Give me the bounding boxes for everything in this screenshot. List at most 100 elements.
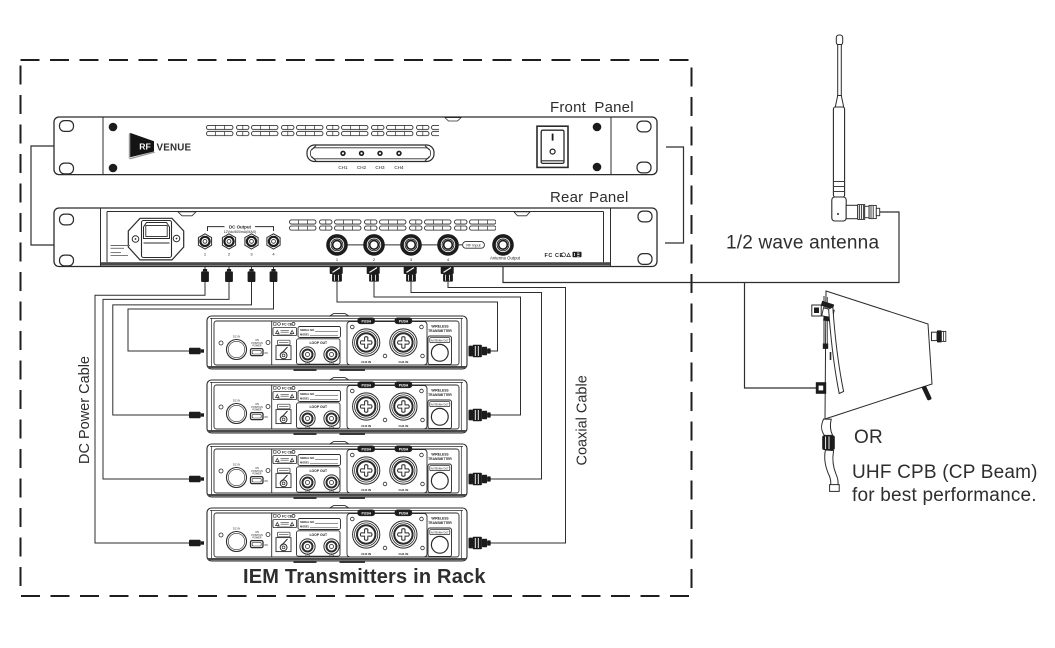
or-label: OR — [854, 427, 883, 448]
iem-transmitter-1 — [206, 312, 468, 372]
coax-cable-4 — [447, 281, 566, 544]
rack-ear-hole — [58, 119, 75, 132]
panel-screw — [592, 122, 602, 132]
coax-cable-2 — [373, 281, 521, 416]
tx-coax-plug — [468, 408, 492, 422]
dc-output-jack-1 — [197, 232, 213, 251]
coax-cable-1 — [336, 281, 498, 352]
panel-screw — [108, 122, 118, 132]
front-top-tab — [444, 117, 462, 122]
dc-cable-plug — [201, 269, 209, 282]
left-panel-bracket — [30, 145, 54, 246]
rf-output-bnc-4 — [437, 234, 459, 256]
rack-ear-hole — [58, 213, 75, 226]
dc-cable-plug — [225, 269, 233, 282]
channel-label: CH3 — [375, 165, 385, 170]
svg-text:4: 4 — [447, 257, 450, 262]
coax-cable-plug — [366, 265, 381, 283]
antenna-output-cable — [502, 211, 900, 284]
coaxial-cable-label: Coaxial Cable — [575, 375, 591, 465]
rack-ear-hole — [58, 162, 75, 175]
ac-power-inlet — [127, 217, 185, 261]
distro-rear-panel: DC Output 12Vdc/600mA(MAX) 1 2 3 4 1 2 3… — [53, 207, 658, 268]
svg-text:1: 1 — [204, 252, 207, 257]
dc-output-jack-2 — [221, 232, 237, 251]
channel-led — [358, 150, 365, 156]
rack-ear-hole — [637, 253, 653, 265]
svg-text:12Vdc/600mA(MAX): 12Vdc/600mA(MAX) — [224, 230, 257, 234]
tx-dc-plug — [189, 411, 204, 419]
front-vents — [206, 125, 439, 137]
dc-cable-2 — [102, 281, 230, 480]
half-wave-antenna-label: 1/2 wave antenna — [726, 233, 879, 254]
right-panel-bracket — [665, 146, 685, 244]
svg-text:3: 3 — [250, 252, 253, 257]
coax-cable-plug — [329, 265, 344, 283]
rack-ear-hole — [636, 120, 652, 133]
rear-vents — [289, 219, 496, 231]
dc-cable-1 — [94, 281, 206, 544]
tx-dc-plug — [189, 539, 204, 547]
half-wave-antenna-icon — [831, 34, 881, 222]
channel-led — [340, 150, 346, 156]
svg-text:FC CE: FC CE — [545, 253, 564, 259]
svg-text:3: 3 — [410, 257, 413, 262]
channel-label: CH4 — [394, 165, 404, 170]
channel-led — [377, 150, 383, 156]
rack-ear-hole — [636, 161, 652, 174]
panel-screw — [592, 162, 602, 172]
rf-output-bnc-1 — [326, 234, 348, 256]
antenna-output-label: Antenna Output — [490, 255, 521, 260]
coax-cable-plug — [440, 265, 455, 283]
dc-output-jack-3 — [243, 232, 260, 251]
svg-text:2: 2 — [373, 257, 376, 262]
rf-output-bnc-2 — [363, 234, 385, 256]
rf-output-bnc-3 — [400, 234, 422, 256]
dc-cable-4 — [127, 281, 274, 352]
cp-beam-antenna-icon — [811, 290, 947, 492]
rack-ear-hole — [637, 210, 653, 223]
antenna-output-bnc — [492, 234, 514, 256]
dc-output-jack-4 — [265, 232, 282, 251]
cpb-label-line1: UHF CPB (CP Beam) — [852, 462, 1038, 483]
tx-coax-plug — [468, 472, 492, 486]
dc-cable-3 — [112, 281, 252, 416]
dc-output-group: DC Output 12Vdc/600mA(MAX) 1 2 3 4 — [197, 224, 282, 257]
cpb-branch-cable — [743, 282, 816, 389]
coax-cable-plug — [403, 265, 418, 283]
dc-power-cable-label: DC Power Cable — [77, 356, 93, 464]
rear-panel-label: Rear Panel — [550, 189, 629, 206]
rf-input-label: RF Input — [466, 244, 480, 248]
rear-top-tab — [513, 211, 531, 217]
channel-led — [396, 150, 402, 156]
iem-transmitter-3 — [206, 440, 468, 500]
rack-ear-hole — [58, 254, 75, 267]
rear-cert-marks: FC CE — [545, 251, 582, 259]
svg-text:1: 1 — [336, 257, 339, 262]
rear-top-tab — [177, 211, 197, 217]
iem-transmitter-4 — [206, 504, 468, 564]
channel-label: CH1 — [338, 165, 348, 170]
dc-cable-plug — [269, 269, 278, 282]
tx-dc-plug — [189, 347, 204, 355]
channel-label: CH2 — [357, 165, 367, 170]
iem-rack-caption: IEM Transmitters in Rack — [243, 566, 486, 588]
dc-cable-plug — [247, 269, 256, 282]
svg-text:2: 2 — [228, 252, 231, 257]
tx-dc-plug — [189, 475, 204, 483]
svg-text:RF: RF — [139, 142, 150, 152]
rf-venue-logo: RF VENUE — [128, 132, 192, 160]
svg-text:VENUE: VENUE — [157, 142, 192, 153]
ac-spec-text — [110, 245, 130, 256]
rf-output-group: 1 2 3 4 RF Input Antenna Output — [326, 234, 521, 262]
coax-cable-3 — [410, 281, 542, 480]
tx-coax-plug — [468, 536, 492, 550]
rack-setup-boundary — [19, 59, 693, 597]
cpb-label-line2: for best performance. — [852, 485, 1037, 506]
power-switch — [536, 125, 569, 169]
iem-transmitter-2 — [206, 376, 468, 436]
tx-coax-plug — [468, 344, 492, 358]
svg-text:4: 4 — [272, 252, 275, 257]
led-display-bar: CH1 CH2 CH3 CH4 — [306, 144, 435, 170]
